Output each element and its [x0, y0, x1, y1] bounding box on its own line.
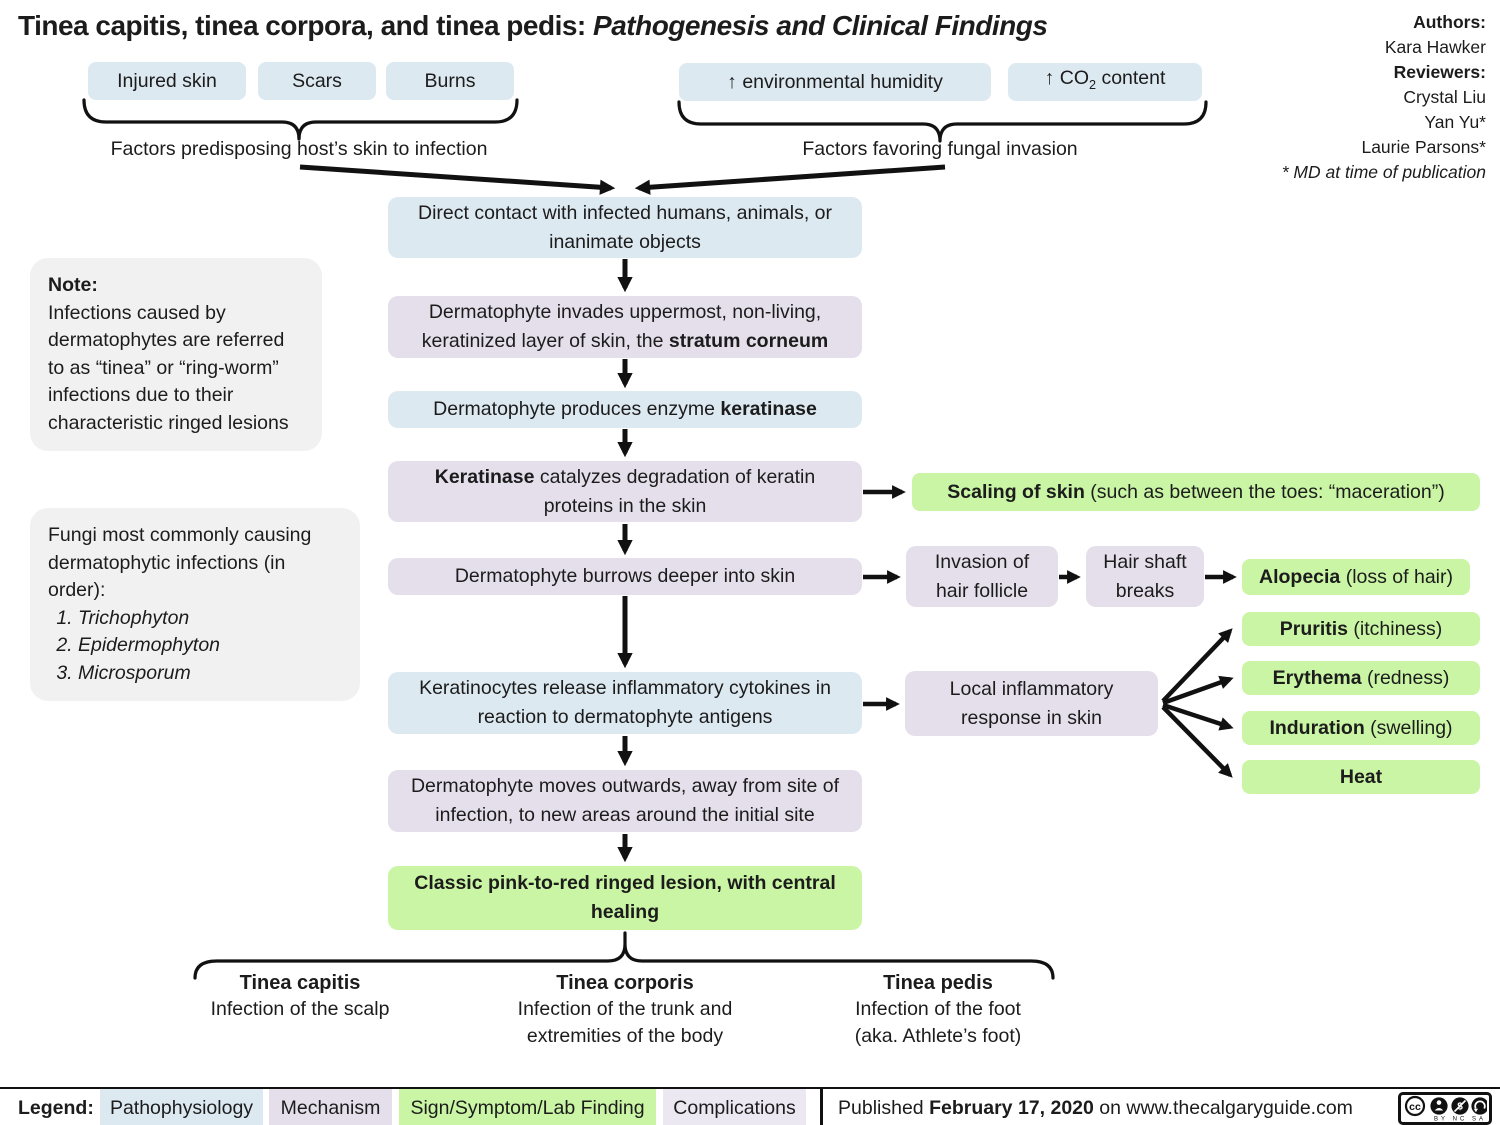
box-text: Local inflammatory response in skin [949, 677, 1114, 729]
box-scaling-of-skin: Scaling of skin (such as between the toe… [912, 473, 1480, 511]
caption-predisposing-factors: Factors predisposing host’s skin to infe… [110, 138, 488, 160]
flow-direct-contact: Direct contact with infected humans, ani… [388, 197, 862, 258]
legend-item-complications: Complications [663, 1089, 806, 1125]
box-induration: Induration (swelling) [1242, 711, 1480, 745]
credits-footnote: * MD at time of publication [1281, 162, 1486, 182]
legend-bar: Legend: Pathophysiology Mechanism Sign/S… [0, 1087, 1500, 1125]
box-text: Keratinase catalyzes degradation of kera… [434, 465, 816, 517]
box-alopecia: Alopecia (loss of hair) [1242, 559, 1470, 595]
box-label: Burns [424, 69, 476, 92]
box-text: Alopecia (loss of hair) [1259, 565, 1453, 588]
box-label: ↑ environmental humidity [727, 70, 943, 93]
box-erythema: Erythema (redness) [1242, 661, 1480, 695]
caption-favoring-factors: Factors favoring fungal invasion [802, 138, 1078, 160]
page-title: Tinea capitis, tinea corpora, and tinea … [18, 10, 1048, 42]
svg-text:$: $ [1457, 1102, 1463, 1113]
outcome-name: Tinea pedis [883, 972, 993, 994]
cc-license-icon: cc $ BY NC SA [1398, 1092, 1492, 1125]
box-scars: Scars [258, 62, 376, 100]
authors-label: Authors: [1413, 12, 1486, 32]
published-line: Published February 17, 2020 on www.theca… [838, 1096, 1353, 1119]
fungi-item: Epidermophyton [78, 632, 342, 660]
outcome-desc: Infection of the foot [855, 998, 1021, 1020]
flow-burrows-deeper: Dermatophyte burrows deeper into skin [388, 558, 862, 595]
box-text: Pruritis (itchiness) [1279, 617, 1443, 640]
flow-keratinase-degrades-keratin: Keratinase catalyzes degradation of kera… [388, 461, 862, 522]
outcome-desc: (aka. Athlete’s foot) [854, 1025, 1022, 1047]
box-text: Dermatophyte moves outwards, away from s… [410, 775, 840, 826]
box-text: Invasion of hair follicle [934, 550, 1030, 602]
outcome-tinea-capitis: Tinea capitis Infection of the scalp [170, 970, 430, 1023]
note-body: Infections caused by dermatophytes are r… [48, 301, 289, 434]
title-italic: Pathogenesis and Clinical Findings [593, 10, 1048, 41]
reviewer-name: Yan Yu* [1424, 112, 1486, 132]
box-text: Direct contact with infected humans, ani… [417, 201, 832, 253]
box-burns: Burns [386, 62, 514, 100]
box-local-inflammatory-response: Local inflammatory response in skin [905, 671, 1158, 736]
box-label: Scars [292, 69, 342, 92]
fungi-item: Microsporum [78, 660, 342, 688]
reviewers-label: Reviewers: [1393, 62, 1486, 82]
box-text: Hair shaft breaks [1103, 550, 1187, 602]
legend-label: Legend: [18, 1096, 94, 1119]
box-injured-skin: Injured skin [88, 62, 246, 100]
outcome-desc: Infection of the scalp [210, 998, 390, 1020]
flow-cytokine-release: Keratinocytes release inflammatory cytok… [388, 672, 862, 734]
fungi-list: Trichophyton Epidermophyton Microsporum [48, 605, 342, 688]
outcome-tinea-pedis: Tinea pedis Infection of the foot (aka. … [795, 970, 1081, 1050]
outcome-name: Tinea corporis [556, 972, 694, 994]
svg-text:BY NC SA: BY NC SA [1434, 1117, 1486, 1123]
outcome-desc: Infection of the trunk and extremities o… [517, 998, 733, 1047]
box-environmental-humidity: ↑ environmental humidity [679, 63, 991, 101]
title-plain: Tinea capitis, tinea corpora, and tinea … [18, 10, 594, 41]
flow-moves-outwards: Dermatophyte moves outwards, away from s… [388, 770, 862, 832]
box-text: Dermatophyte burrows deeper into skin [454, 565, 796, 587]
fungi-item: Trichophyton [78, 605, 342, 633]
legend-divider [820, 1089, 823, 1125]
reviewer-name: Laurie Parsons* [1361, 137, 1486, 157]
box-text: Classic pink-to-red ringed lesion, with … [414, 872, 836, 923]
box-invasion-hair-follicle: Invasion of hair follicle [906, 546, 1058, 607]
author-name: Kara Hawker [1384, 37, 1486, 57]
box-co2-content: ↑ CO2 content [1008, 63, 1202, 101]
box-hair-shaft-breaks: Hair shaft breaks [1086, 546, 1204, 607]
legend-item-sign-symptom: Sign/Symptom/Lab Finding [399, 1089, 656, 1125]
box-text: Heat [1339, 765, 1383, 788]
note-title: Note: [48, 274, 98, 296]
box-heat: Heat [1242, 760, 1480, 794]
outcome-name: Tinea capitis [239, 972, 361, 994]
note-box-tinea-definition: Note: Infections caused by dermatophytes… [30, 258, 322, 451]
box-text: Keratinocytes release inflammatory cytok… [419, 677, 831, 728]
box-text: Scaling of skin (such as between the toe… [947, 480, 1445, 503]
box-text: Dermatophyte invades uppermost, non-livi… [421, 301, 829, 352]
box-text: Induration (swelling) [1269, 716, 1453, 739]
box-label: ↑ CO2 content [1044, 67, 1166, 92]
box-pruritis: Pruritis (itchiness) [1242, 612, 1480, 646]
legend-item-mechanism: Mechanism [269, 1089, 392, 1125]
credits-block: Authors: Kara Hawker Reviewers: Crystal … [1282, 10, 1486, 185]
outcome-tinea-corporis: Tinea corporis Infection of the trunk an… [480, 970, 770, 1050]
legend-item-pathophysiology: Pathophysiology [100, 1089, 263, 1125]
svg-text:cc: cc [1409, 1101, 1421, 1113]
fungi-intro: Fungi most commonly causing dermatophyti… [48, 524, 312, 601]
box-text: Dermatophyte produces enzyme keratinase [433, 398, 817, 420]
flow-produces-keratinase: Dermatophyte produces enzyme keratinase [388, 391, 862, 428]
flow-invades-stratum-corneum: Dermatophyte invades uppermost, non-livi… [388, 296, 862, 358]
box-text: Erythema (redness) [1272, 666, 1450, 689]
box-label: Injured skin [117, 69, 217, 92]
flow-ringed-lesion: Classic pink-to-red ringed lesion, with … [388, 866, 862, 930]
note-box-fungi-list: Fungi most commonly causing dermatophyti… [30, 508, 360, 701]
reviewer-name: Crystal Liu [1403, 87, 1486, 107]
